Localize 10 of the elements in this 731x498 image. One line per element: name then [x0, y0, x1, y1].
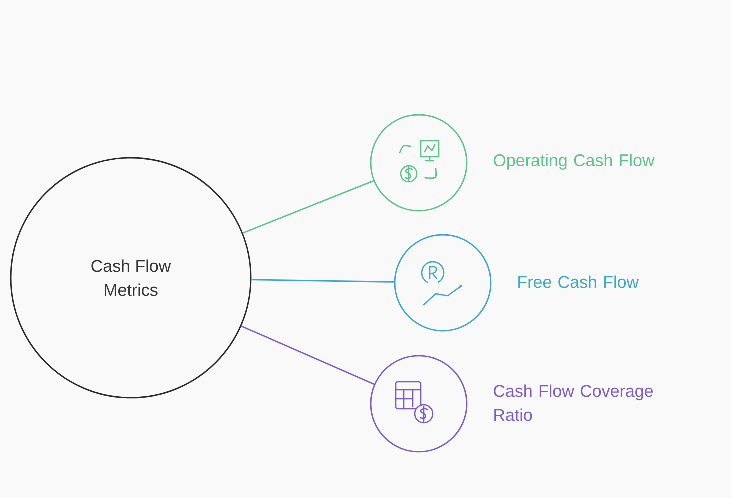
connector-line [242, 180, 374, 234]
node-label: Operating Cash Flow [494, 154, 655, 170]
icon-circle [370, 355, 468, 453]
node-label: Free Cash Flow [518, 276, 640, 288]
circle-node: Cash Flow Metrics [10, 157, 252, 399]
node-label: Cash Flow Coverage Ratio [494, 384, 654, 422]
connector-line [241, 326, 375, 386]
icon-circle [394, 234, 492, 332]
connector-line [252, 279, 394, 283]
icon-circle [370, 114, 468, 212]
